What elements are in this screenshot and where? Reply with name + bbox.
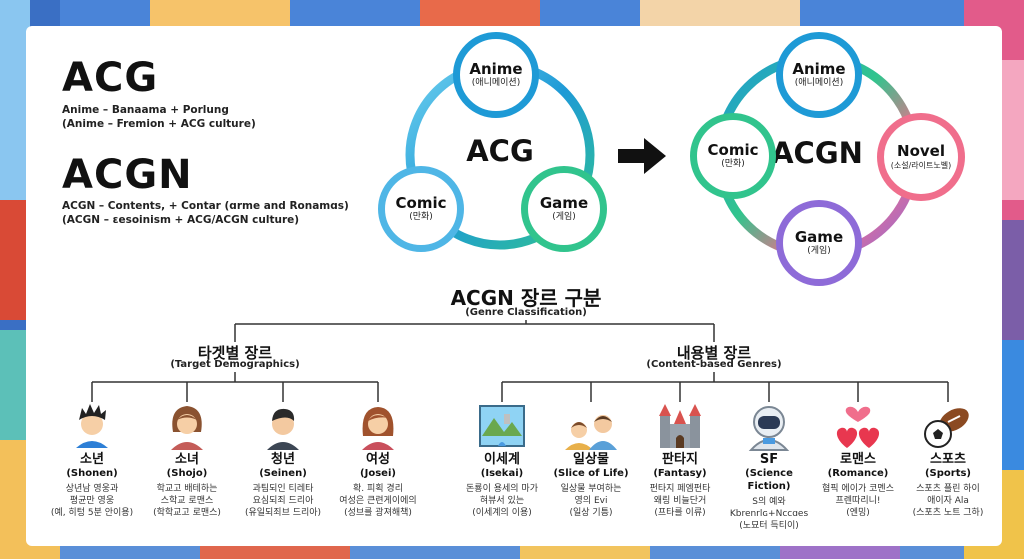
acgn-node-anime-sub: (애니메이션) (794, 78, 844, 88)
genre-sports-en: (Sports) (924, 468, 972, 479)
genre-josei-name: 여성 (366, 452, 390, 467)
girl-icon (171, 406, 203, 450)
genre-shojo-name: 소녀 (175, 452, 199, 467)
acgn-node-comic-title: Comic (707, 141, 759, 159)
acgn-node-novel: Novel (소설/라이트노벨) (877, 113, 965, 201)
tree-subtitle: (Genre Classification) (465, 307, 587, 318)
genre-romance-en: (Romance) (827, 468, 889, 479)
acgn-line-1: ACGN – Contents, + Contar (ɑrme and Rona… (62, 200, 349, 212)
acg-node-comic-title: Comic (395, 194, 447, 212)
genre-slice-of-life-name: 일상물 (573, 452, 609, 467)
content-genre-title: 내용별 장르 (676, 344, 752, 362)
acgn-node-anime: Anime (애니메이션) (776, 32, 862, 118)
acgn-cycle-center: ACGN (771, 136, 863, 170)
genre-shojo-en: (Shojo) (166, 468, 208, 479)
acg-node-anime-sub: (애니메이션) (471, 78, 521, 88)
tree-connectors (91, 320, 949, 402)
right-arrow-icon (618, 138, 666, 174)
genre-isekai-en: (Isekai) (480, 468, 524, 479)
fantasy-landscape-icon (479, 405, 525, 447)
castle-icon (659, 404, 701, 448)
acg-cycle-center: ACG (466, 134, 534, 168)
genre-sf-en: (Science Fiction) (745, 468, 793, 492)
hearts-icon (836, 406, 880, 448)
genre-sf-name: SF (759, 452, 779, 467)
sports-balls-icon (924, 408, 969, 448)
acg-node-game: Game (게임) (521, 166, 607, 252)
acgn-node-comic-sub: (만화) (721, 159, 745, 169)
young-man-icon (267, 408, 299, 450)
woman-icon (362, 407, 394, 450)
acgn-node-game-title: Game (794, 228, 844, 246)
genre-fantasy-en: (Fantasy) (653, 468, 707, 479)
genre-romance-name: 로맨스 (840, 452, 876, 467)
acgn-title: ACGN (62, 152, 193, 198)
acg-node-game-sub: (게임) (552, 212, 576, 222)
astronaut-icon (748, 406, 790, 451)
acg-node-game-title: Game (539, 194, 589, 212)
acgn-node-anime-title: Anime (792, 60, 846, 78)
infographic-card: ACG Anime – Banaama + Porlung (Anime – F… (26, 26, 1002, 546)
genre-sports-name: 스포츠 (930, 452, 966, 467)
acgn-node-game-sub: (게임) (807, 246, 831, 256)
acg-node-anime-title: Anime (469, 60, 523, 78)
genre-seinen-name: 청년 (271, 452, 295, 467)
acgn-node-novel-sub: (소설/라이트노벨) (890, 161, 952, 170)
genre-shonen-name: 소년 (80, 452, 104, 467)
boy-icon (76, 404, 108, 448)
target-genre-title: 타겟별 장르 (197, 344, 273, 362)
acg-node-anime: Anime (애니메이션) (453, 32, 539, 118)
genre-seinen-en: (Seinen) (259, 468, 307, 479)
acg-title: ACG (62, 55, 159, 101)
friends-icon (565, 415, 617, 450)
acg-node-comic-sub: (만화) (409, 212, 433, 222)
content-genre-subtitle: (Content-based Genres) (646, 359, 782, 370)
genre-shonen-en: (Shonen) (66, 468, 118, 479)
target-genre-subtitle: (Target Demographics) (170, 359, 300, 370)
genre-isekai-name: 이세계 (484, 452, 520, 467)
genre-fantasy-name: 판타지 (662, 452, 698, 467)
tree-title: ACGN 장르 구분 (450, 286, 602, 310)
genre-josei-en: (Josei) (360, 468, 396, 479)
acgn-node-novel-title: Novel (897, 142, 945, 160)
acgn-line-2: (ACGN – ɛesoinism + ACG/ACGN culture) (62, 214, 300, 226)
genre-slice-of-life-en: (Slice of Life) (553, 468, 629, 479)
acgn-node-game: Game (게임) (776, 200, 862, 286)
acgn-node-comic: Comic (만화) (690, 113, 776, 199)
acg-line-2: (Anime – Fremion + ACG culture) (62, 118, 256, 130)
acg-node-comic: Comic (만화) (378, 166, 464, 252)
acg-line-1: Anime – Banaama + Porlung (62, 104, 229, 116)
